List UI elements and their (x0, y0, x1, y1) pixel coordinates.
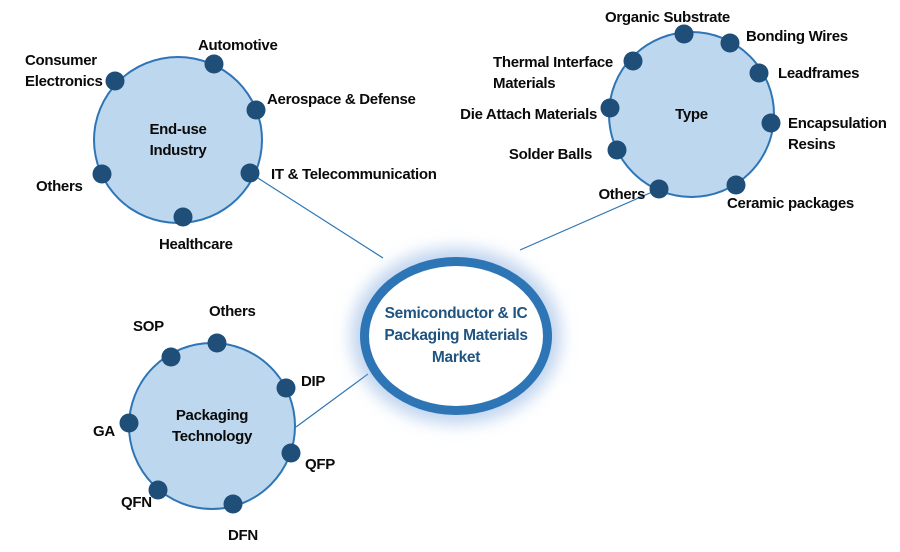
node-dot-qfp (281, 443, 301, 463)
center-circle: Semiconductor & IC Packaging Materials M… (360, 257, 552, 415)
node-dot-healthcare (173, 207, 193, 227)
node-dot-automotive (204, 54, 224, 74)
node-dot-encapsulation-resins (761, 113, 781, 133)
node-label-sop: SOP (133, 318, 164, 335)
node-dot-it-telecommunication (240, 163, 260, 183)
node-label-ceramic-packages: Ceramic packages (727, 195, 854, 212)
node-label-automotive: Automotive (198, 37, 278, 54)
connector-type-to-center (519, 188, 660, 251)
node-label-ga: GA (93, 423, 115, 440)
node-dot-ga (119, 413, 139, 433)
node-label-qfn: QFN (121, 494, 152, 511)
node-dot-organic-substrate (674, 24, 694, 44)
node-dot-others-type (649, 179, 669, 199)
node-dot-die-attach-materials (600, 98, 620, 118)
node-dot-bonding-wires (720, 33, 740, 53)
node-dot-others-enduse (92, 164, 112, 184)
node-label-dip: DIP (301, 373, 326, 390)
connector-packaging-to-center (295, 373, 369, 428)
node-label-leadframes: Leadframes (778, 65, 860, 82)
node-dot-qfn (148, 480, 168, 500)
group-circle-packaging-technology: Packaging Technology (128, 342, 296, 510)
node-label-others-type: Others (598, 186, 645, 203)
node-dot-aerospace-defense (246, 100, 266, 120)
node-label-bonding-wires: Bonding Wires (746, 28, 848, 45)
center-title: Semiconductor & IC Packaging Materials M… (384, 305, 528, 366)
node-label-aerospace-defense: Aerospace & Defense (267, 91, 416, 108)
node-dot-ceramic-packages (726, 175, 746, 195)
node-label-others-packaging: Others (209, 303, 256, 320)
node-label-thermal-interface-materials: Thermal Interface Materials (493, 54, 613, 92)
node-label-healthcare: Healthcare (159, 236, 233, 253)
node-label-qfp: QFP (305, 456, 335, 473)
node-label-others-enduse: Others (36, 178, 83, 195)
group-label-type: Type (675, 106, 708, 123)
node-dot-others-packaging (207, 333, 227, 353)
node-dot-dip (276, 378, 296, 398)
node-dot-consumer-electronics (105, 71, 125, 91)
node-dot-dfn (223, 494, 243, 514)
node-label-die-attach-materials: Die Attach Materials (460, 106, 597, 123)
node-dot-leadframes (749, 63, 769, 83)
connector-enduse-to-center (249, 172, 384, 259)
node-label-solder-balls: Solder Balls (508, 146, 592, 163)
node-label-dfn: DFN (228, 527, 258, 544)
node-dot-thermal-interface-materials (623, 51, 643, 71)
node-label-encapsulation-resins: Encapsulation Resins (788, 115, 887, 153)
node-label-consumer-electronics: Consumer Electronics (25, 52, 103, 90)
node-dot-solder-balls (607, 140, 627, 160)
group-label-packaging-technology: Packaging Technology (171, 407, 253, 445)
node-label-it-telecommunication: IT & Telecommunication (271, 166, 437, 183)
group-label-end-use-industry: End-use Industry (149, 121, 207, 159)
node-dot-sop (161, 347, 181, 367)
node-label-organic-substrate: Organic Substrate (605, 9, 730, 26)
